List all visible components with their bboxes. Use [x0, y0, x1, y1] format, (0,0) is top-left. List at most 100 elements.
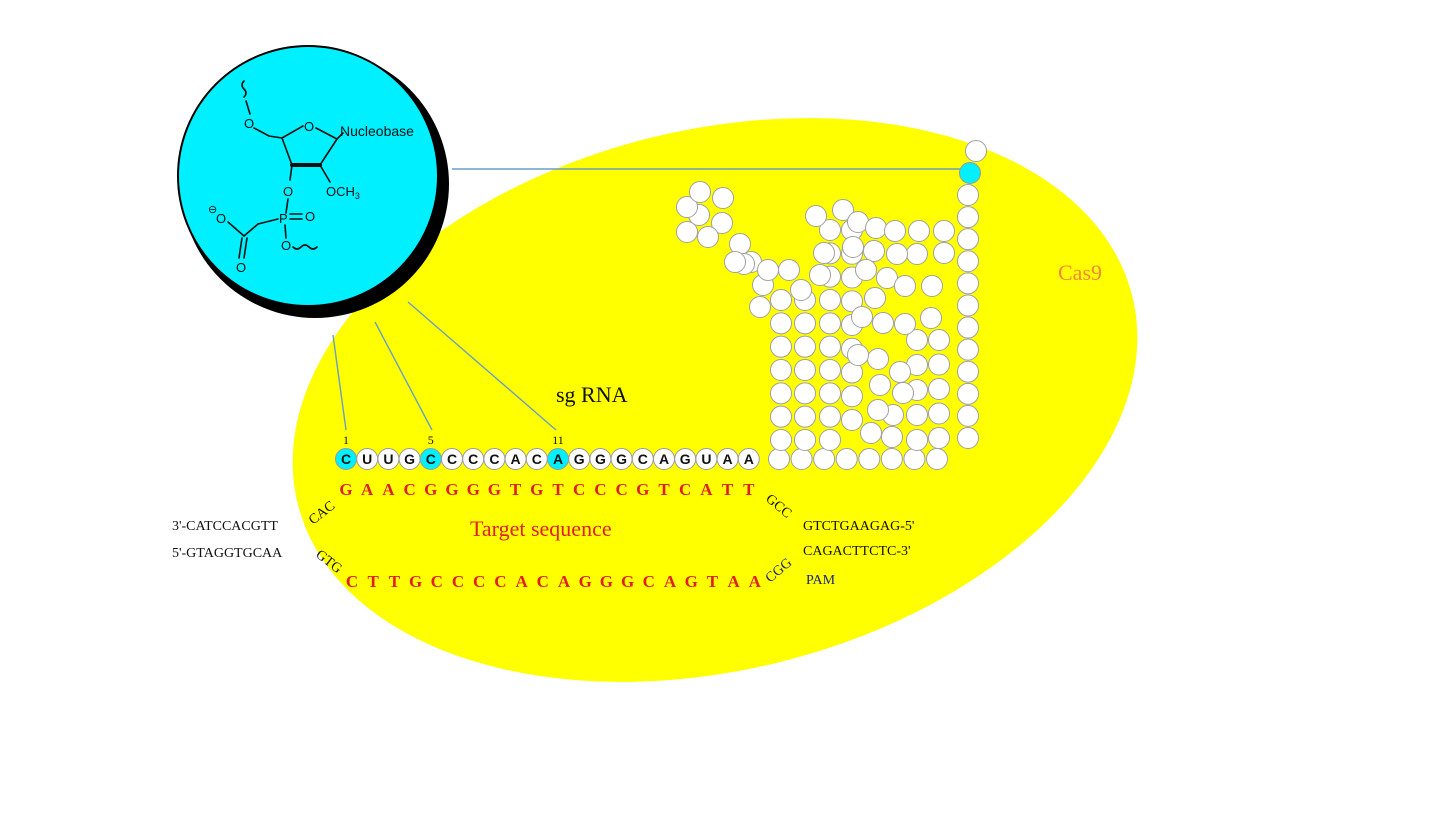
scaffold-bead [835, 448, 858, 470]
scaffold-bead [778, 259, 800, 281]
scaffold-bead [864, 287, 886, 309]
scaffold-bead [928, 378, 950, 400]
scaffold-bead [790, 448, 813, 470]
scaffold-bead [957, 228, 979, 251]
target-base: A [664, 572, 677, 591]
scaffold-bead [926, 448, 948, 470]
bond-c-eq-o-2 [243, 237, 248, 259]
scaffold-bead [770, 382, 792, 405]
target-base: G [530, 480, 543, 499]
bond-c4-o4 [281, 125, 304, 139]
scaffold-bead [770, 429, 792, 451]
scaffold-bead [894, 275, 916, 297]
scaffold-bead [819, 359, 841, 381]
scaffold-bead [794, 312, 816, 335]
target-base: G [600, 572, 613, 591]
target-base: T [722, 480, 734, 499]
target-base: C [473, 572, 485, 591]
atom-p: P [279, 211, 288, 226]
chemical-structure [227, 80, 344, 259]
target-base: G [621, 572, 634, 591]
scaffold-bead [768, 448, 790, 470]
scaffold-bead [819, 312, 841, 335]
target-base: A [749, 572, 762, 591]
sgrna-nucleotide-letter: U [383, 451, 393, 467]
sgrna-nucleotide-letter: G [680, 451, 691, 467]
scaffold-bead [851, 306, 873, 328]
bond-o4-c1 [315, 127, 338, 140]
bond-c-eq-o-1 [238, 237, 243, 259]
atom-och3: OCH3 [326, 184, 360, 201]
target-base: C [452, 572, 464, 591]
sgrna-label: sg RNA [556, 382, 628, 407]
scaffold-bead [957, 294, 979, 317]
target-base: G [409, 572, 422, 591]
bond-c1-base [336, 132, 344, 140]
target-base: C [346, 572, 358, 591]
target-base: C [679, 480, 691, 499]
bottom-left-flank: 5'-GTAGGTGCAA [172, 546, 283, 561]
scaffold-bead [860, 422, 882, 444]
atom-o5: O [244, 116, 254, 131]
target-base: C [615, 480, 627, 499]
target-base: G [424, 480, 437, 499]
bond-ch2-c [243, 223, 259, 237]
bond-o3-p [285, 198, 289, 214]
sgrna-nucleotide-letter: U [701, 451, 711, 467]
scaffold-bead [794, 359, 816, 381]
target-base: G [339, 480, 352, 499]
sgrna-nucleotide-letter: C [638, 451, 648, 467]
scaffold-bead [965, 140, 987, 162]
sgrna-nucleotide-letter: A [659, 451, 669, 467]
sgrna-nucleotide-letter: A [511, 451, 521, 467]
scaffold-bead [819, 382, 841, 405]
bond-c5-c4 [268, 135, 283, 139]
scaffold-bead [928, 329, 950, 351]
scaffold-bead [676, 196, 698, 218]
target-base: A [361, 480, 374, 499]
scaffold-bead [894, 313, 916, 335]
target-base: T [743, 480, 755, 499]
connector-line-pos5 [374, 321, 433, 431]
scaffold-bead [813, 242, 835, 264]
scaffold-bead [809, 264, 831, 286]
sgrna-nucleotide-letter: G [595, 451, 606, 467]
scaffold-bead [906, 329, 928, 351]
target-base: C [594, 480, 606, 499]
target-sequence-label: Target sequence [470, 516, 612, 541]
scaffold-bead [819, 405, 841, 428]
target-base: G [579, 572, 592, 591]
scaffold-bead [892, 382, 914, 404]
bond-c-ominus [227, 221, 245, 237]
scaffold-bead [794, 405, 816, 428]
scaffold-bead [928, 353, 950, 376]
bottom-right-flank: CAGACTTCTC-3' [803, 544, 911, 559]
scaffold-bead [957, 272, 979, 295]
target-base: T [552, 480, 564, 499]
target-base: T [658, 480, 670, 499]
scaffold-bead [957, 382, 979, 405]
magnified-circle [177, 45, 439, 307]
bond-c3-o3 [289, 164, 293, 181]
bond-o5-c5 [253, 127, 270, 137]
atom-p-o: O [281, 238, 291, 253]
target-base: C [403, 480, 415, 499]
target-base: A [382, 480, 395, 499]
connector-line-pos1 [332, 334, 347, 431]
scaffold-bead [841, 385, 863, 408]
scaffold-bead [689, 181, 711, 203]
scaffold-bead [676, 221, 698, 243]
scaffold-bead [770, 335, 792, 358]
scaffold-bead [957, 206, 979, 229]
cas9-label: Cas9 [1058, 260, 1102, 285]
scaffold-bead [819, 335, 841, 358]
connector-line-pos11 [407, 301, 557, 431]
sgrna-nucleotide-letter: A [553, 451, 563, 467]
scaffold-bead [770, 289, 792, 311]
target-base: G [445, 480, 458, 499]
scaffold-bead [880, 448, 903, 470]
atom-p-eq-o: O [305, 209, 315, 224]
scaffold-bead [858, 448, 881, 470]
scaffold-bead [813, 448, 836, 470]
